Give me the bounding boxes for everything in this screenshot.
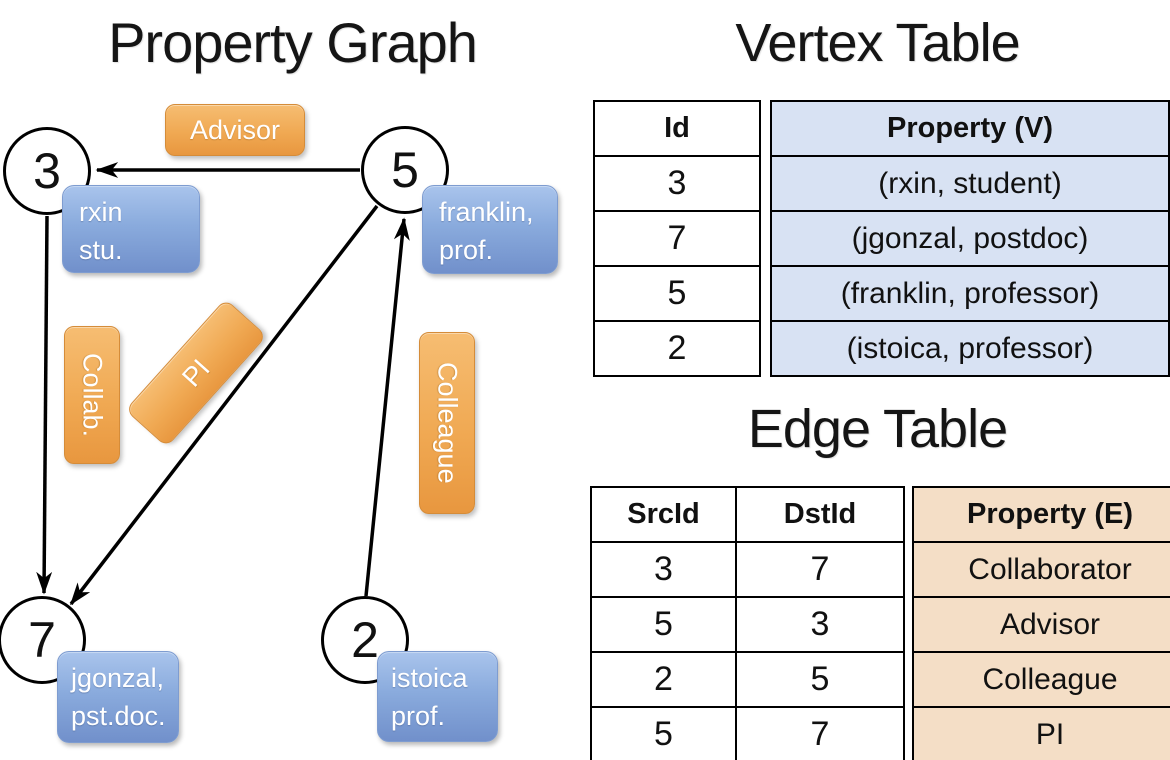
vertex-table: Id 3 7 5 2 Property (V) (rxin, student) … bbox=[593, 100, 1170, 377]
vertex-prop-line: rxin bbox=[79, 197, 123, 227]
vertex-prop-line: jgonzal, bbox=[71, 663, 165, 693]
edge-collab-arrow-3-to-7 bbox=[36, 215, 53, 595]
vertex-property-box-5: franklin, prof. bbox=[422, 185, 558, 274]
node-id-label: 2 bbox=[351, 612, 379, 668]
graph-edges-layer bbox=[36, 162, 410, 606]
edge-dst-cell: 7 bbox=[735, 706, 905, 760]
edge-dst-cell: 7 bbox=[735, 541, 905, 598]
vertex-table-property-column: Property (V) (rxin, student) (jgonzal, p… bbox=[770, 100, 1170, 377]
edge-label-collab: Collab. bbox=[64, 326, 120, 464]
property-graph-panel: 3 5 7 2 rxin stu. franklin, prof. jgonza… bbox=[0, 104, 558, 743]
graph-node-2: 2 bbox=[321, 596, 409, 684]
graph-node-5: 5 bbox=[361, 126, 449, 214]
edge-label-colleague: Colleague bbox=[419, 332, 475, 514]
edge-dst-cell: 5 bbox=[735, 651, 905, 708]
edge-table: SrcId DstId 3 7 5 3 2 5 5 7 Property (E)… bbox=[590, 486, 1170, 760]
vertex-property-box-2: istoica prof. bbox=[377, 651, 498, 742]
vertex-id-cell: 3 bbox=[593, 155, 761, 212]
column-header-property-e: Property (E) bbox=[912, 486, 1170, 543]
property-graph-title: Property Graph bbox=[108, 11, 478, 74]
vertex-id-cell: 2 bbox=[593, 320, 761, 377]
column-header-srcid: SrcId bbox=[590, 486, 737, 543]
vertex-property-box-7: jgonzal, pst.doc. bbox=[57, 651, 179, 743]
vertex-property-cell: (istoica, professor) bbox=[770, 320, 1170, 377]
vertex-prop-line: prof. bbox=[439, 234, 494, 265]
edge-table-title: Edge Table bbox=[747, 399, 1008, 459]
edge-src-cell: 5 bbox=[590, 706, 737, 760]
column-header-dstid: DstId bbox=[735, 486, 905, 543]
vertex-property-cell: (franklin, professor) bbox=[770, 265, 1170, 322]
vertex-table-title: Vertex Table bbox=[735, 13, 1020, 73]
edge-table-property-column: Property (E) Collaborator Advisor Collea… bbox=[912, 486, 1170, 760]
vertex-property-cell: (rxin, student) bbox=[770, 155, 1170, 212]
edge-src-cell: 3 bbox=[590, 541, 737, 598]
vertex-prop-line: pst.doc. bbox=[71, 700, 166, 731]
edge-property-cell: Collaborator bbox=[912, 541, 1170, 598]
edge-property-cell: PI bbox=[912, 706, 1170, 760]
vertex-prop-line: stu. bbox=[79, 234, 123, 265]
edge-dst-cell: 3 bbox=[735, 596, 905, 653]
vertex-prop-line: istoica bbox=[391, 663, 468, 693]
vertex-prop-line: prof. bbox=[391, 700, 446, 731]
edge-label-advisor: Advisor bbox=[165, 104, 305, 156]
node-id-label: 3 bbox=[33, 143, 61, 199]
vertex-table-id-column: Id 3 7 5 2 bbox=[593, 100, 761, 377]
vertex-prop-line: franklin, bbox=[439, 197, 534, 227]
node-id-label: 5 bbox=[391, 142, 419, 198]
edge-pi-arrow-5-to-7 bbox=[69, 204, 379, 606]
edge-property-cell: Colleague bbox=[912, 651, 1170, 708]
vertex-id-cell: 7 bbox=[593, 210, 761, 267]
vertex-property-cell: (jgonzal, postdoc) bbox=[770, 210, 1170, 267]
vertex-property-box-3: rxin stu. bbox=[62, 185, 200, 273]
edge-src-cell: 5 bbox=[590, 596, 737, 653]
edge-property-cell: Advisor bbox=[912, 596, 1170, 653]
column-header-id: Id bbox=[593, 100, 761, 157]
column-header-property-v: Property (V) bbox=[770, 100, 1170, 157]
node-id-label: 7 bbox=[28, 612, 56, 668]
edge-table-id-columns: SrcId DstId 3 7 5 3 2 5 5 7 bbox=[590, 486, 905, 760]
vertex-id-cell: 5 bbox=[593, 265, 761, 322]
edge-src-cell: 2 bbox=[590, 651, 737, 708]
edge-colleague-arrow-2-to-5 bbox=[364, 217, 410, 597]
